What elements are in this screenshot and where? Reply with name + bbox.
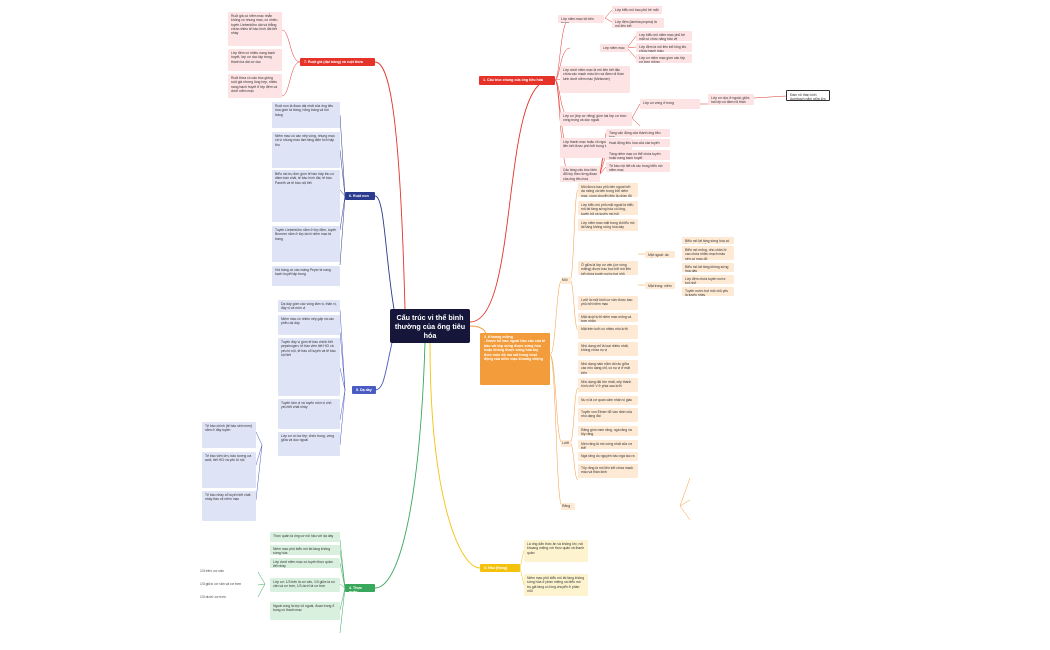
luoi-text-6[interactable]: Nhú dạng đài lớn nhất, xếp thành hình ch… (578, 378, 638, 392)
rang-item-4[interactable]: Tủy răng là mô liên kết chứa mạch máu và… (578, 464, 638, 478)
luoi-text-8[interactable]: Tuyến von Ebner đổ vào rãnh của nhú dạng… (578, 408, 638, 422)
rang-item-2[interactable]: Men răng là mô cứng nhất của cơ thể (578, 440, 638, 449)
moi-item-2[interactable]: Biểu mô mỏng, nhú chân bì cao chứa nhiều… (682, 246, 734, 260)
root-topic[interactable]: Cấu trúc vi thể bình thường của ống tiêu… (390, 309, 470, 343)
luoi-text-5[interactable]: Nhú dạng nấm nằm rải rác giữa các nhú dạ… (578, 360, 638, 374)
moi-item-3[interactable]: Biểu mô lát tầng không sừng hóa dày (682, 263, 734, 272)
rn-text-3[interactable]: Biểu mô trụ đơn gồm tế bào hấp thu có di… (272, 170, 340, 222)
node-mucosa-lamina[interactable]: Lớp đệm là mô liên kết lỏng lẻo chứa mạc… (636, 43, 692, 52)
node-circular-muscle[interactable]: Lớp cơ vòng ở trong (640, 99, 700, 109)
rn-text-1[interactable]: Ruột non là đoạn dài nhất của ống tiêu h… (272, 102, 340, 128)
rn-text-5[interactable]: Hồi tràng có các mảng Peyer là nang bạch… (272, 266, 340, 286)
dd-text-2[interactable]: Niêm mạc có nhiều nếp gấp và các phễu dạ… (278, 315, 340, 335)
node-lining-epithelium[interactable]: Lớp biểu mô bao phủ bề mặt (612, 6, 662, 14)
moi-item-5[interactable]: Tuyến nước bọt môi chủ yếu là tuyến nhầy (682, 287, 734, 296)
moi-sub-1[interactable]: Mặt ngoài: da mỏng (645, 251, 675, 258)
luoi-text-1[interactable]: Lưỡi là một khối cơ vân được bao phủ bởi… (578, 296, 638, 310)
dd-text-3[interactable]: Tuyến đáy vị gồm tế bào chính tiết pepsi… (278, 338, 340, 396)
link-b4 (374, 342, 426, 589)
tq-text-5[interactable]: Ngoài cùng là lớp vỏ ngoài, đoạn trong ổ… (270, 602, 340, 620)
hau-text-2[interactable]: Niêm mạc phủ biểu mô lát tầng không sừng… (524, 574, 588, 596)
link-b6 (374, 195, 396, 316)
rn-text-4[interactable]: Tuyến Lieberkühn nằm ở lớp đệm, tuyến Br… (272, 226, 340, 262)
node-variation-2[interactable]: Hoạt động tiêu hóa của các tuyến (606, 139, 670, 147)
luoi-text-2[interactable]: Mặt dưới lưỡi niêm mạc mỏng và trơn nhẵn (578, 313, 638, 322)
node-variation-1[interactable]: Tầng vận động của thành ống tiêu hóa (606, 129, 670, 137)
node-lining-mucosa[interactable]: Lớp niêm mạc lót bên trong (558, 15, 604, 23)
luoi-text-4[interactable]: Nhú dạng chỉ là loại nhiều nhất, không c… (578, 342, 638, 356)
link-b3 (429, 342, 481, 569)
node-variation-3[interactable]: Tầng niêm mạc có thể chứa tuyến hoặc nan… (606, 150, 670, 160)
rg-text-1[interactable]: Ruột già có niêm mạc nhẵn không có nhung… (228, 12, 282, 46)
node-mucosa-epithelium[interactable]: Lớp biểu mô niêm mạc phủ bề mặt có chức … (636, 31, 692, 41)
tq-side-2[interactable]: 1/3 giữa: cơ vân và cơ trơn (200, 582, 242, 586)
dd-side-1[interactable]: Tế bào chính (tế bào sinh men) nằm ở đáy… (202, 422, 256, 448)
moi-text-4[interactable]: Ở giữa là lớp cơ vân (cơ vòng miệng) đượ… (578, 261, 638, 275)
rn-text-2[interactable]: Niêm mạc có các nếp vòng, nhung mao và v… (272, 132, 340, 168)
moi-text-1[interactable]: Môi được bao phủ bên ngoài bởi da mỏng v… (578, 183, 638, 197)
node-muscularis-externa[interactable]: Lớp cơ (lớp cơ riêng) gồm hai lớp cơ trơ… (560, 112, 632, 126)
branch-2-oral-cavity[interactable]: 2. Khoang miệng - Được bố bao ngoài hầu … (480, 333, 550, 385)
dd-text-5[interactable]: Lớp cơ có ba lớp: chéo trong, vòng giữa … (278, 432, 340, 456)
node-lining-lamina[interactable]: Lớp đệm (lamina propria) là mô liên kết (612, 18, 664, 28)
label-moi[interactable]: Môi (561, 277, 571, 284)
branch-7-large-intestine[interactable]: 7. Ruột già (đại tràng) và ruột thừa (300, 58, 375, 66)
label-luoi[interactable]: Lưỡi (561, 440, 571, 447)
branch-5-stomach[interactable]: 5. Dạ dày (352, 386, 376, 394)
branch-4-esophagus[interactable]: 4. Thực quản (345, 584, 375, 594)
node-variation-4[interactable]: Tế bào nội tiết rải rác trong biểu mô ni… (606, 162, 670, 172)
tq-text-3[interactable]: Lớp dưới niêm mạc có tuyến thực quản tiế… (270, 558, 340, 568)
node-mucosa-layer[interactable]: Lớp niêm mạc (600, 44, 628, 52)
dd-side-3[interactable]: Tế bào nhầy cổ tuyến tiết chất nhầy bảo … (202, 491, 256, 521)
dd-text-4[interactable]: Tuyến tâm vị và tuyến môn vị chủ yếu tiế… (278, 399, 340, 429)
node-layer-variation[interactable]: Các tầng cấu trúc biến đổi tùy theo từng… (560, 166, 600, 182)
tq-text-1[interactable]: Thực quản là ống cơ nối hầu với dạ dày (270, 532, 340, 542)
rg-text-3[interactable]: Ruột thừa có cấu trúc giống ruột già như… (228, 74, 282, 98)
dd-text-1[interactable]: Dạ dày gồm các vùng tâm vị, thân vị, đáy… (278, 300, 340, 312)
link-b7 (374, 61, 406, 310)
moi-text-3[interactable]: Lớp niêm mạc mặt trong là biểu mô lát tầ… (578, 219, 638, 231)
label-rang[interactable]: Răng (561, 503, 575, 510)
moi-item-1[interactable]: Biểu mô lát tầng sừng hóa có lông, tuyến… (682, 237, 734, 244)
rang-item-3[interactable]: Ngà răng do nguyên bào ngà tạo ra (578, 452, 638, 461)
luoi-text-3[interactable]: Mặt trên lưỡi có nhiều nhú lưỡi (578, 325, 638, 339)
node-auerbach-plexus[interactable]: Lớp cơ dọc ở ngoài, giữa hai lớp có đám … (708, 94, 754, 105)
tq-text-2[interactable]: Niêm mạc phủ biểu mô lát tầng không sừng… (270, 545, 340, 555)
branch-6-small-intestine[interactable]: 6. Ruột non (345, 192, 375, 200)
node-submucosa[interactable]: Lớp dưới niêm mạc là mô liên kết đặc chứ… (560, 66, 630, 93)
tq-side-3[interactable]: 1/3 dưới: cơ trơn (200, 595, 226, 599)
branch-1-general-structure[interactable]: 1. Cấu trúc chung của ống tiêu hóa (479, 76, 555, 85)
node-mucosa-muscularis[interactable]: Lớp cơ niêm mạc gồm các lớp cơ trơn mỏng (636, 54, 692, 63)
tq-text-4[interactable]: Lớp cơ: 1/3 trên là cơ vân, 1/3 giữa là … (270, 578, 340, 592)
moi-text-2[interactable]: Lớp biểu mô phủ mặt ngoài là biểu mô lát… (578, 201, 638, 215)
moi-item-4[interactable]: Lớp đệm chứa tuyến nước bọt nhỏ (682, 275, 734, 284)
dd-side-2[interactable]: Tế bào viền lớn, bào tương ưa acid, tiết… (202, 452, 256, 488)
rg-text-2[interactable]: Lớp đệm có nhiều nang bạch huyết, lớp cơ… (228, 49, 282, 71)
note-auerbach[interactable]: Đám rối thần kinh Auerbach nằm giữa lớp … (786, 90, 830, 101)
luoi-text-7[interactable]: Nụ vị là cơ quan cảm nhận vị giác (578, 396, 638, 405)
rang-item-1[interactable]: Răng gồm men răng, ngà răng và tủy răng (578, 426, 638, 436)
branch-3-pharynx[interactable]: 3. Hầu (Họng) (480, 564, 520, 572)
tq-side-1[interactable]: 1/3 trên: cơ vân (200, 569, 224, 573)
hau-text-1[interactable]: Là ống dẫn thức ăn và không khí, nối kho… (524, 540, 588, 562)
link-b1 (469, 79, 551, 323)
moi-sub-3[interactable]: Mặt trong: niêm mạc (645, 282, 675, 289)
